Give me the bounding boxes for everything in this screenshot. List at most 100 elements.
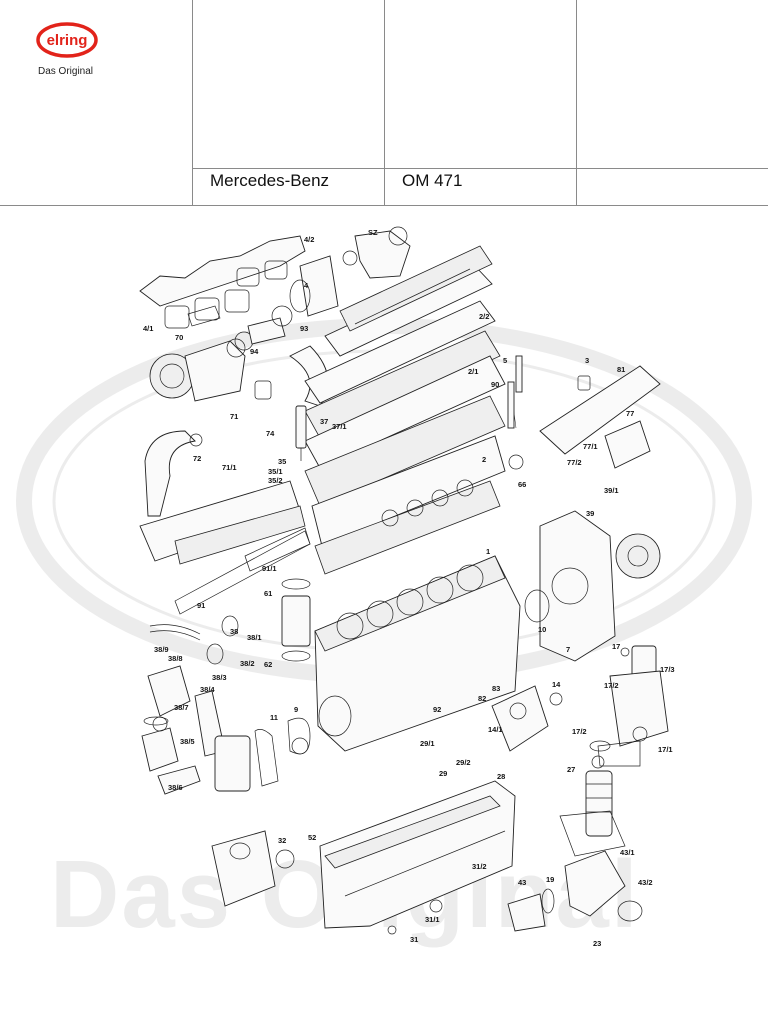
part-label: 43/1: [620, 848, 635, 857]
valves: [507, 355, 523, 429]
part-label: 77/1: [583, 442, 598, 451]
part-label: 38/7: [174, 703, 189, 712]
part-label: 39/1: [604, 486, 619, 495]
part-label: 17/1: [658, 745, 673, 754]
part-label: SZ: [368, 228, 378, 237]
part-number-labels: 4/2 SZ 4 4/1 70 94 93 2/2 5 3 81 90 2/1 …: [143, 228, 675, 948]
part-label: 38/8: [168, 654, 183, 663]
part-label: 32: [278, 836, 286, 845]
part-label: 37/1: [332, 422, 347, 431]
header-table: elring Das Original Mercedes-Benz OM 471: [0, 0, 768, 206]
valve-cover: [324, 245, 493, 357]
part-label: 71: [230, 412, 238, 421]
part-label: 35/2: [268, 476, 283, 485]
oil-filter-module-left: [141, 665, 201, 795]
turbocharger: [149, 317, 286, 402]
vehicle-make: Mercedes-Benz: [210, 171, 330, 190]
part-label: 28: [497, 772, 505, 781]
part-label: 77/2: [567, 458, 582, 467]
part-label: 38/5: [180, 737, 195, 746]
charge-air-pipe: [139, 430, 306, 565]
part-label: 38/1: [247, 633, 262, 642]
cylinder-liner: [281, 578, 311, 662]
part-label: 38: [230, 627, 238, 636]
part-label: 9: [294, 705, 298, 714]
column-divider: [576, 0, 577, 205]
part-label: 7: [566, 645, 570, 654]
part-label: 17/2: [604, 681, 619, 690]
part-label: 2/1: [468, 367, 478, 376]
part-label: 62: [264, 660, 272, 669]
oil-filter-housing: [589, 645, 669, 767]
part-label: 37: [320, 417, 328, 426]
injector: [295, 405, 307, 461]
part-label: 38/4: [200, 685, 215, 694]
part-label: 61: [264, 589, 272, 598]
part-label: 38/2: [240, 659, 255, 668]
part-label: 4/1: [143, 324, 153, 333]
part-label: 31/1: [425, 915, 440, 924]
engine-model: OM 471: [402, 171, 463, 190]
part-label: 66: [518, 480, 526, 489]
part-label: 72: [193, 454, 201, 463]
part-label: 81: [617, 365, 625, 374]
part-label: 52: [308, 833, 316, 842]
part-label: 14: [552, 680, 561, 689]
exhaust-manifold-parts: [139, 235, 306, 329]
fuel-pump: [491, 685, 549, 752]
part-label: 19: [546, 875, 554, 884]
part-label: 17/2: [572, 727, 587, 736]
part-label: 43/2: [638, 878, 653, 887]
svg-text:elring: elring: [47, 32, 88, 49]
part-label: 93: [300, 324, 308, 333]
part-label: 91/1: [262, 564, 277, 573]
part-label: 5: [503, 356, 507, 365]
part-label: 4: [304, 281, 309, 290]
part-label: 14/1: [488, 725, 503, 734]
part-label: 91: [197, 601, 205, 610]
part-label: 17: [612, 642, 620, 651]
part-label: 94: [250, 347, 259, 356]
cylinder-head-stack: [304, 300, 506, 575]
part-label: 70: [175, 333, 183, 342]
part-label: 74: [266, 429, 275, 438]
part-label: 38/3: [212, 673, 227, 682]
part-label: 10: [538, 625, 546, 634]
part-label: 77: [626, 409, 634, 418]
engine-block: [314, 555, 521, 752]
exploded-parts-diagram: 4/2 SZ 4 4/1 70 94 93 2/2 5 3 81 90 2/1 …: [16, 226, 752, 948]
part-label: 29: [439, 769, 447, 778]
intake-manifold: [539, 365, 661, 469]
part-label: 27: [567, 765, 575, 774]
part-label: 35: [278, 457, 286, 466]
part-label: 1: [486, 547, 490, 556]
row-divider: [192, 168, 768, 169]
part-label: 17/3: [660, 665, 675, 674]
part-label: 31/2: [472, 862, 487, 871]
column-divider: [192, 0, 193, 205]
column-divider: [384, 0, 385, 205]
oil-pump: [194, 690, 311, 792]
part-label: 83: [492, 684, 500, 693]
part-label: 43: [518, 878, 526, 887]
thermostat-housing: [342, 226, 411, 279]
air-compressor: [211, 830, 295, 907]
oil-lines: [149, 615, 239, 665]
part-label: 35/1: [268, 467, 283, 476]
part-label: 38/6: [168, 783, 183, 792]
part-label: 31: [410, 935, 418, 944]
oil-filter-cartridge: [585, 770, 613, 837]
water-pump: [507, 810, 643, 932]
part-label: 90: [491, 380, 499, 389]
part-label: 82: [478, 694, 486, 703]
part-label: 29/2: [456, 758, 471, 767]
part-label: 39: [586, 509, 594, 518]
part-label: 2/2: [479, 312, 489, 321]
gasket-strips: [174, 527, 311, 615]
brand-tagline: Das Original: [38, 66, 94, 77]
part-label: 4/2: [304, 235, 314, 244]
part-label: 11: [270, 713, 278, 722]
timing-cover: [524, 510, 661, 662]
seals-and-orings: [152, 305, 648, 935]
elring-logo: elring: [36, 22, 98, 58]
